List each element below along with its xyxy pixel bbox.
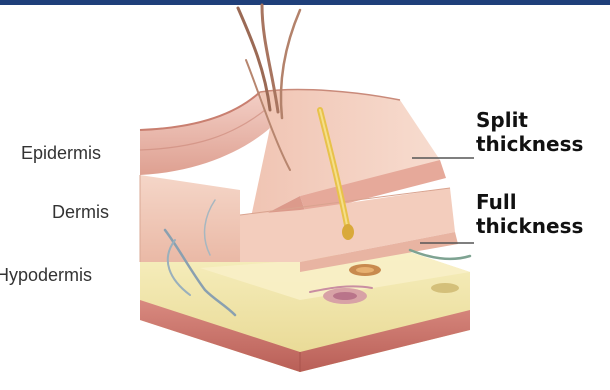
callout-full-line2: thickness (476, 214, 583, 238)
label-hypodermis: Hypodermis (0, 265, 92, 286)
callout-full-thickness: Full thickness (476, 190, 583, 238)
callout-full-line1: Full (476, 190, 583, 214)
dermis-block (140, 175, 240, 262)
callout-split-line2: thickness (476, 132, 583, 156)
callout-split-thickness: Split thickness (476, 108, 583, 156)
label-dermis: Dermis (52, 202, 109, 223)
callout-split-line1: Split (476, 108, 583, 132)
epidermis-block (140, 92, 270, 175)
label-epidermis: Epidermis (21, 143, 101, 164)
